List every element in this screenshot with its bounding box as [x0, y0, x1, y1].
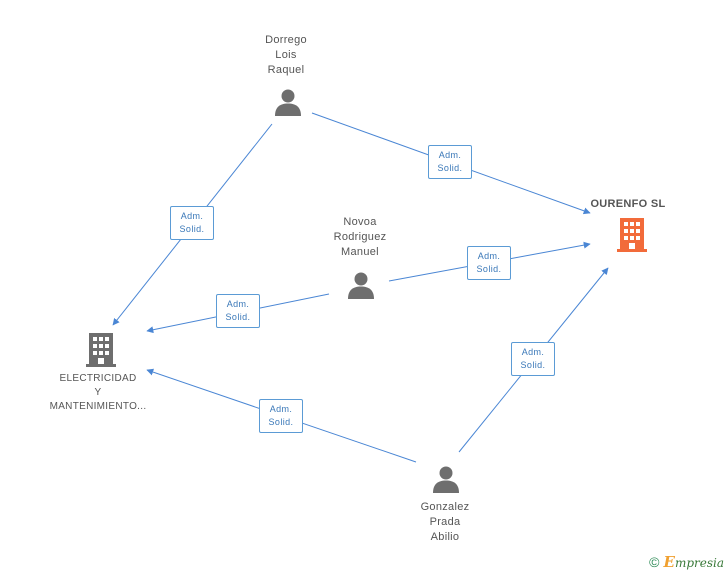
- footer-watermark: © Empresia: [649, 553, 724, 571]
- edge-label-dorrego-electricidad[interactable]: Adm. Solid.: [170, 206, 214, 240]
- building-icon[interactable]: [86, 333, 116, 367]
- person-icon[interactable]: [347, 271, 375, 299]
- person-icon[interactable]: [274, 88, 302, 116]
- node-novoa-label[interactable]: Novoa Rodriguez Manuel: [333, 216, 387, 258]
- node-gonzalez-label[interactable]: Gonzalez Prada Abilio: [420, 501, 470, 543]
- edge-label-dorrego-ourenfo[interactable]: Adm. Solid.: [428, 145, 472, 179]
- copyright-symbol: ©: [649, 554, 660, 570]
- building-icon[interactable]: [617, 218, 647, 252]
- edge-label-novoa-electricidad[interactable]: Adm. Solid.: [216, 294, 260, 328]
- node-electricidad-label[interactable]: ELECTRICIDAD Y MANTENIMIENTO...: [49, 373, 147, 412]
- node-dorrego-label[interactable]: Dorrego Lois Raquel: [265, 34, 307, 76]
- node-ourenfo-label[interactable]: OURENFO SL: [590, 198, 666, 210]
- edge-label-novoa-ourenfo[interactable]: Adm. Solid.: [467, 246, 511, 280]
- edge-label-gonzalez-ourenfo[interactable]: Adm. Solid.: [511, 342, 555, 376]
- edge-label-gonzalez-electricidad[interactable]: Adm. Solid.: [259, 399, 303, 433]
- person-icon[interactable]: [432, 465, 460, 493]
- empresia-logo: Empresia: [663, 553, 725, 571]
